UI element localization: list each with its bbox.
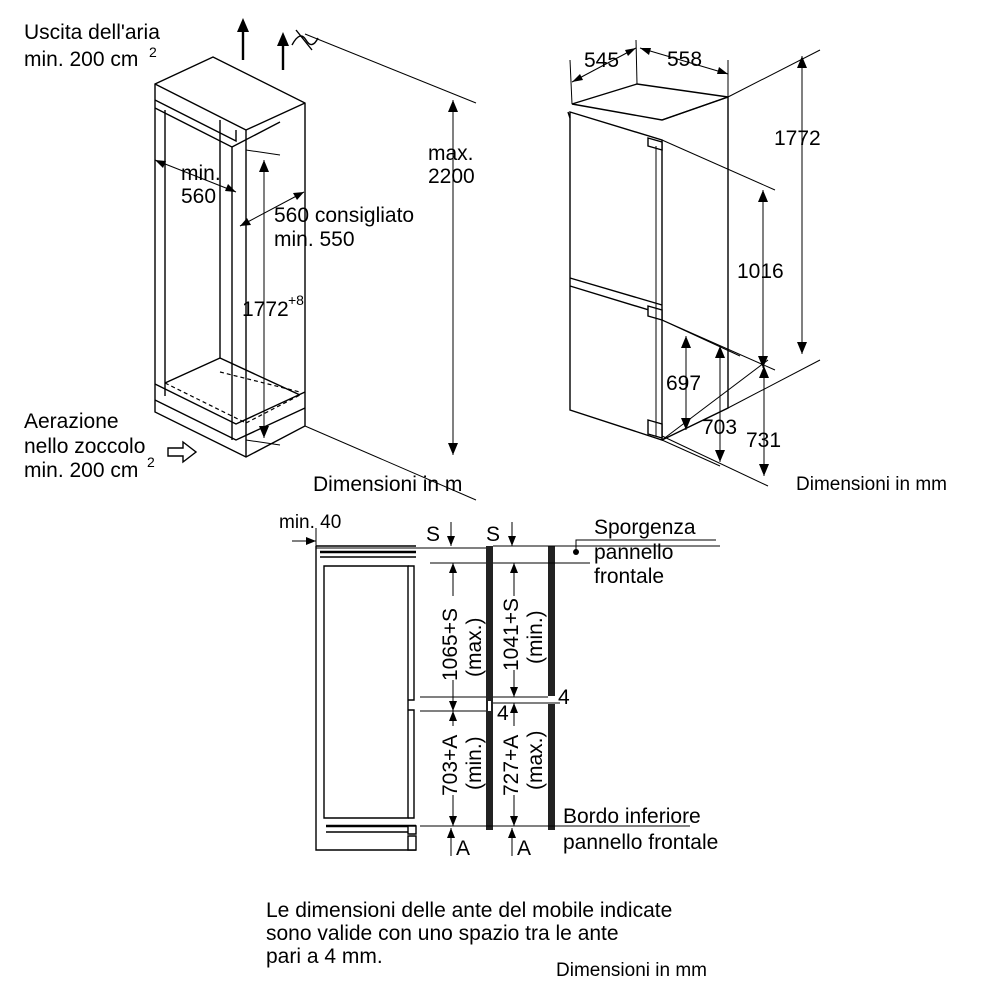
appliance-depth: 545 (584, 49, 619, 72)
overhang-label-1: Sporgenza (594, 516, 696, 539)
niche-width-min-2: 560 (181, 185, 216, 208)
appliance-drawing (567, 39, 821, 487)
note-units: Dimensioni in mm (556, 960, 707, 981)
note-line-3: pari a 4 mm. (266, 945, 383, 968)
a-left: A (456, 837, 470, 860)
niche-height-tol: +8 (288, 292, 304, 308)
bottom-edge-label-2: pannello frontale (563, 831, 718, 854)
top-left-dim-a: 1065+S (439, 608, 462, 681)
niche-height-value: 1772 (242, 298, 289, 321)
appliance-height: 1772 (774, 127, 821, 150)
plinth-sup: 2 (147, 454, 155, 470)
niche-max-height-1: max. (428, 142, 474, 165)
niche-max-height-2: 2200 (428, 165, 475, 188)
air-outlet-label-1: Uscita dell'aria (24, 21, 160, 44)
air-outlet-label-2: min. 200 cm (24, 48, 138, 71)
appliance-lower-731: 731 (746, 429, 781, 452)
overhang-label-3: frontale (594, 565, 664, 588)
niche-units: Dimensioni in m (313, 473, 462, 496)
s-left: S (426, 523, 440, 546)
air-outlet-sup: 2 (149, 44, 157, 60)
note-line-1: Le dimensioni delle ante del mobile indi… (266, 899, 672, 922)
overhang-label-2: pannello (594, 541, 673, 564)
gap-min-40: min. 40 (279, 512, 341, 533)
gap-4-left: 4 (497, 702, 509, 725)
top-right-dim-b: (min.) (524, 610, 547, 664)
gap-4-right: 4 (558, 686, 570, 709)
top-right-dim-a: 1041+S (500, 598, 523, 671)
bot-right-dim-b: (max.) (524, 731, 547, 791)
bot-right-dim-a: 727+A (500, 735, 523, 796)
appliance-width: 558 (667, 48, 702, 71)
top-left-dim-b: (max.) (463, 618, 486, 678)
plinth-label-2: nello zoccolo (24, 435, 145, 458)
doors-drawing (292, 522, 720, 856)
s-right: S (486, 523, 500, 546)
appliance-lower-697: 697 (666, 372, 701, 395)
niche-width-rec-2: min. 550 (274, 228, 355, 251)
bot-left-dim-a: 703+A (439, 735, 462, 796)
plinth-label-1: Aerazione (24, 410, 119, 433)
appliance-lower-703: 703 (702, 416, 737, 439)
niche-width-rec-1: 560 consigliato (274, 204, 414, 227)
note-line-2: sono valide con uno spazio tra le ante (266, 922, 619, 945)
a-right: A (517, 837, 531, 860)
niche-drawing (154, 18, 477, 501)
appliance-upper: 1016 (737, 260, 784, 283)
plinth-label-3: min. 200 cm (24, 459, 138, 482)
bot-left-dim-b: (min.) (463, 736, 486, 790)
appliance-units: Dimensioni in mm (796, 474, 947, 495)
niche-width-min-1: min. (181, 162, 221, 185)
bottom-edge-label-1: Bordo inferiore (563, 805, 701, 828)
